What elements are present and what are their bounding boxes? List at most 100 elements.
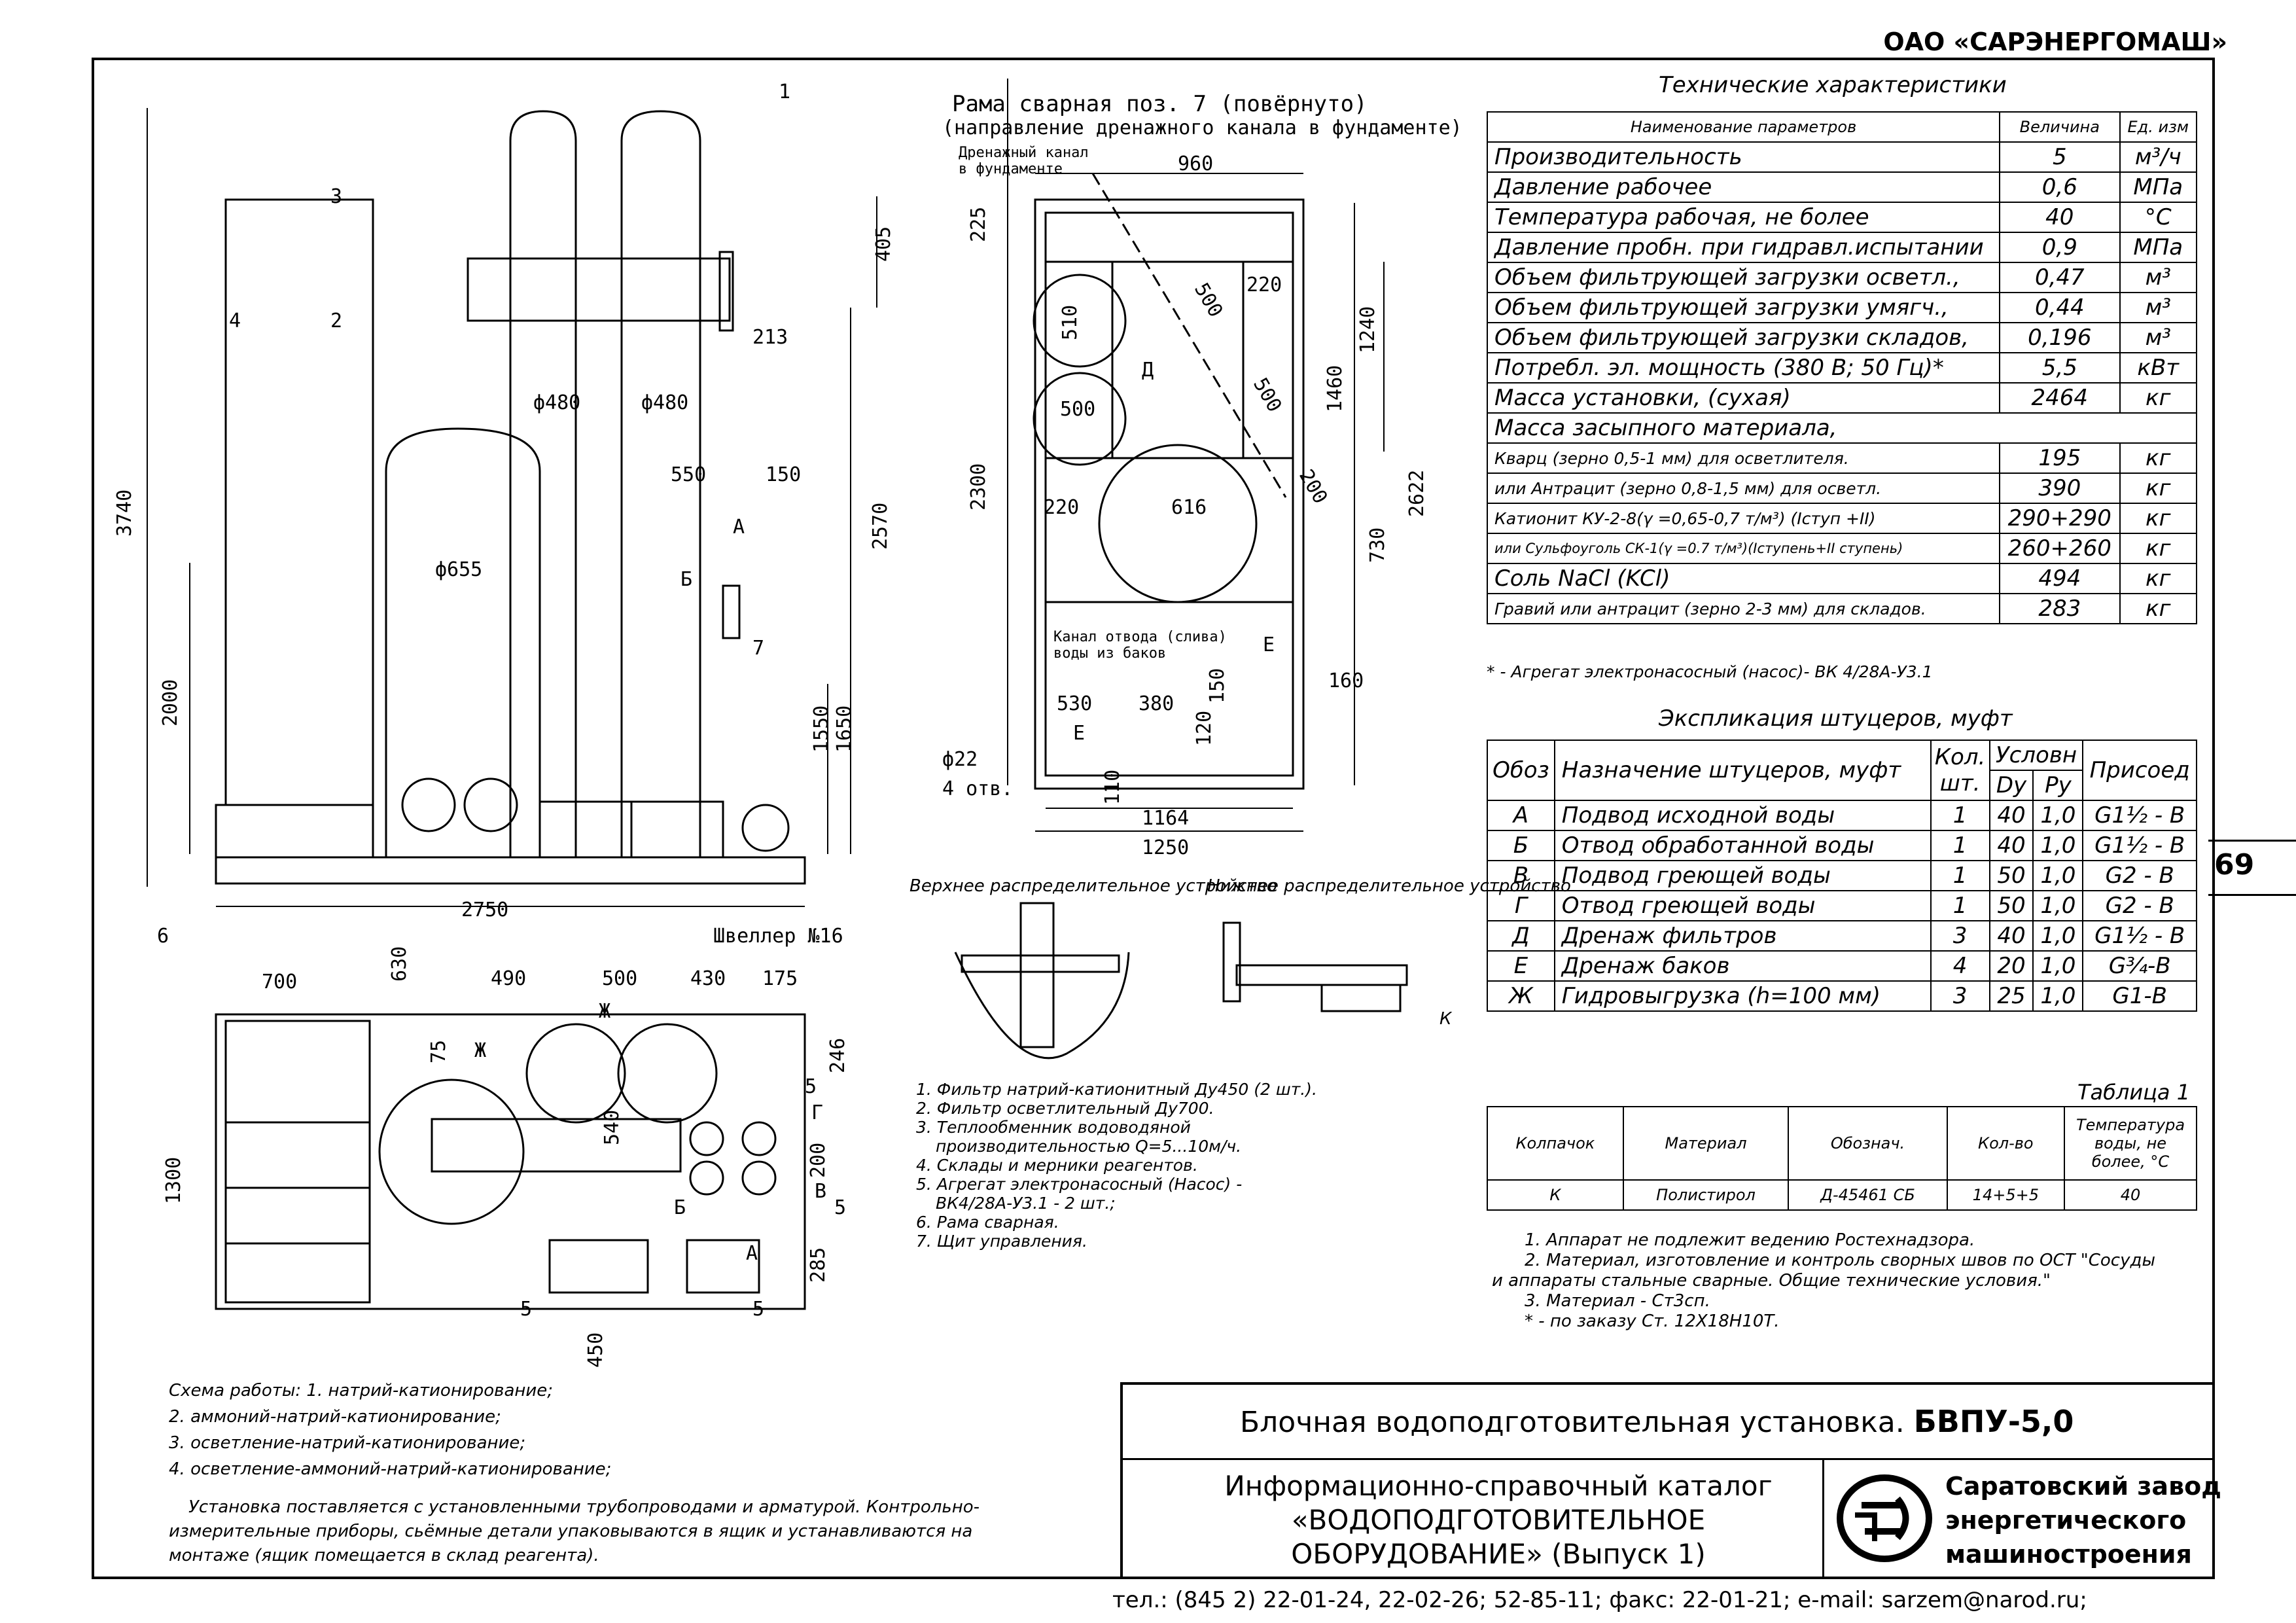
- tech-table: Наименование параметров Величина Ед. изм…: [1486, 111, 2197, 624]
- param-name: Потребл. эл. мощность (380 В; 50 Гц)*: [1486, 352, 2001, 383]
- param-unit: м³: [2119, 262, 2197, 293]
- fitting-code: Г: [1487, 890, 1555, 921]
- fitting-qty: 3: [1930, 980, 1990, 1012]
- param-name: Катионит КУ-2-8(γ =0,65-0,7 т/м³) (Iступ…: [1486, 503, 2001, 534]
- fitting-qty: 1: [1930, 890, 1990, 921]
- callout-7: 7: [752, 637, 764, 660]
- param-value: 494: [1999, 563, 2121, 594]
- param-name: Масса установки, (сухая): [1486, 382, 2001, 414]
- fitting-dy: 50: [1988, 860, 2034, 891]
- scheme-line: 2. аммоний-натрий-катионирование;: [169, 1407, 501, 1427]
- fitting-code: Д: [1487, 920, 1555, 952]
- param-unit: кг: [2119, 473, 2197, 504]
- dim-630: 630: [388, 946, 411, 982]
- param-name: Гравий или антрацит (зерно 2-3 мм) для с…: [1486, 593, 2001, 624]
- fitting-conn: G1½ - B: [2082, 830, 2197, 861]
- tech-row: Потребл. эл. мощность (380 В; 50 Гц)*5,5…: [1486, 352, 2197, 383]
- holes-label-1: ф22: [942, 748, 978, 771]
- param-unit: кг: [2119, 593, 2197, 624]
- callout-a: А: [733, 516, 745, 539]
- dim-1650: 1650: [833, 705, 856, 753]
- fitting-qty: 4: [1930, 950, 1990, 982]
- dim-500-c: 500: [1248, 374, 1286, 416]
- dim-550: 550: [671, 463, 706, 486]
- fitting-code: Ж: [1487, 980, 1555, 1012]
- scheme-line: 4. осветление-аммоний-натрий-катионирова…: [169, 1459, 612, 1479]
- tech-row: Кварц (зерно 0,5-1 мм) для осветлителя.1…: [1486, 442, 2197, 474]
- dim-530: 530: [1057, 692, 1092, 715]
- fitting-py: 1,0: [2032, 860, 2084, 891]
- param-value: 0,6: [1999, 171, 2121, 203]
- delivery-line: Установка поставляется с установленными …: [188, 1497, 980, 1517]
- holes-label-2: 4 отв.: [942, 777, 1013, 800]
- legend-line: производительностью Q=5...10м/ч.: [936, 1137, 1242, 1156]
- dim-220-b: 220: [1044, 496, 1079, 519]
- channel-label: Швеллер №16: [713, 925, 843, 948]
- dim-616: 616: [1171, 496, 1207, 519]
- param-value: 0,47: [1999, 262, 2121, 293]
- param-value: 5: [1999, 141, 2121, 173]
- fitting-purpose: Дренаж фильтров: [1553, 920, 1932, 952]
- param-value: 290+290: [1999, 503, 2121, 534]
- operation-scheme: Схема работы: 1. натрий-катионирование; …: [169, 1378, 611, 1482]
- note-line: 2. Материал, изготовление и контроль сво…: [1525, 1251, 2155, 1270]
- product-code: БВПУ-5,0: [1913, 1404, 2074, 1439]
- title-block-vdivider: [1822, 1458, 1824, 1579]
- dim-430: 430: [690, 967, 726, 990]
- callout-v: В: [815, 1180, 826, 1203]
- dim-500-a: 500: [1060, 398, 1095, 421]
- cap-header: Колпачок: [1487, 1106, 1624, 1181]
- note-line: 1. Аппарат не подлежит ведению Ростехнад…: [1525, 1230, 1975, 1250]
- legend-line: 4. Склады и мерники реагентов.: [916, 1156, 1198, 1175]
- dim-2750: 2750: [461, 899, 508, 921]
- frame-title: Рама сварная поз. 7 (повёрнуто): [952, 91, 1368, 117]
- plant-logo: [1837, 1474, 1932, 1562]
- catalog-line: «ВОДОПОДГОТОВИТЕЛЬНОЕ: [1291, 1504, 1706, 1536]
- tech-row: Объем фильтрующей загрузки складов,0,196…: [1486, 322, 2197, 353]
- param-unit: кг: [2119, 382, 2197, 414]
- param-name: Объем фильтрующей загрузки осветл.,: [1486, 262, 2001, 293]
- fitting-purpose: Дренаж баков: [1553, 950, 1932, 982]
- note-line: и аппараты стальные сварные. Общие техни…: [1492, 1271, 2051, 1291]
- tech-row: Гравий или антрацит (зерно 2-3 мм) для с…: [1486, 593, 2197, 624]
- callout-zh-b: Ж: [474, 1039, 486, 1062]
- dim-220-a: 220: [1246, 274, 1282, 296]
- dim-380: 380: [1139, 692, 1174, 715]
- k-label: К: [1439, 1009, 1453, 1029]
- distributor-details: [954, 902, 1408, 1060]
- expl-header-py: Py: [2032, 770, 2084, 801]
- dim-200: 200: [1294, 466, 1332, 508]
- dim-150: 150: [1206, 668, 1229, 704]
- catalog-line: ОБОРУДОВАНИЕ» (Выпуск 1): [1291, 1538, 1706, 1570]
- dim-2622: 2622: [1405, 470, 1428, 517]
- tech-row: Масса засыпного материала,: [1487, 412, 2197, 444]
- tech-footnote: * - Агрегат электронасосный (насос)- ВК …: [1487, 662, 1933, 681]
- tech-title: Технические характеристики: [1659, 72, 2007, 98]
- expl-header-purpose: Назначение штуцеров, муфт: [1553, 740, 1932, 801]
- callout-2: 2: [330, 310, 342, 332]
- plan-view: [215, 1013, 806, 1310]
- expl-header-code: Обоз: [1487, 740, 1555, 801]
- marker-e-b: Е: [1073, 722, 1085, 745]
- note-line: * - по заказу Ст. 12Х18Н10Т.: [1525, 1311, 1780, 1331]
- plant-line: Саратовский завод: [1945, 1472, 2221, 1501]
- param-value: 390: [1999, 473, 2121, 504]
- fitting-conn: G2 - B: [2082, 860, 2197, 891]
- expl-header-conn: Присоед: [2082, 740, 2197, 801]
- param-unit: МПа: [2119, 171, 2197, 203]
- dim-d480-b: ф480: [641, 391, 688, 414]
- dim-120: 120: [1193, 711, 1216, 746]
- dim-1250: 1250: [1142, 836, 1189, 859]
- param-value: 40: [1999, 202, 2121, 233]
- scheme-line: Схема работы: 1. натрий-катионирование;: [169, 1381, 554, 1400]
- frame-outline-shape: [1034, 198, 1305, 790]
- company-name: ОАО «САРЭНЕРГОМАШ»: [1883, 27, 2227, 56]
- dim-1460: 1460: [1324, 365, 1347, 412]
